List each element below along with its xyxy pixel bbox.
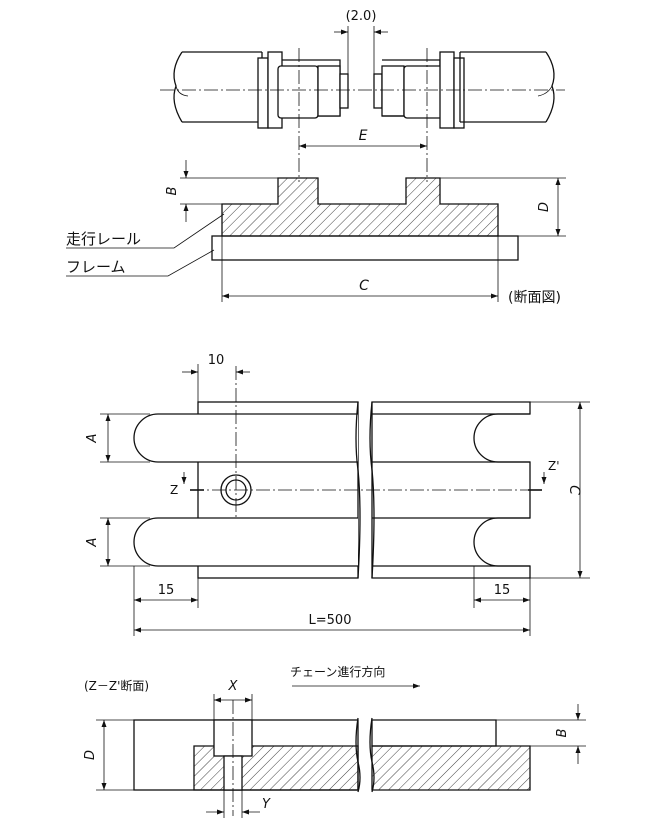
dimension-15-left-label: 15 [158, 583, 175, 598]
dimension-D-label: D [537, 202, 552, 212]
dimension-B-label: B [165, 186, 180, 195]
dimension-B-section-label: B [555, 728, 570, 737]
rail-plan-view: Z Z' 10 A A C 15 15 L=500 [85, 353, 590, 636]
cross-section-label: (断面図) [508, 290, 561, 306]
dimension-E-label: E [359, 128, 368, 144]
zz-section-label: (Z－Z'断面) [84, 678, 149, 693]
dimension-D-section-label: D [83, 750, 98, 760]
zz-section-view: (Z－Z'断面) チェーン進行方向 X Y D [83, 664, 586, 818]
section-mark-Z: Z [170, 483, 178, 497]
dimension-L-label: L=500 [309, 613, 352, 628]
dimension-10-label: 10 [208, 353, 225, 368]
section-mark-Z-prime: Z' [548, 459, 560, 473]
chain-direction-label: チェーン進行方向 [290, 664, 385, 679]
running-rail-label: 走行レール [66, 230, 141, 248]
dimension-C-plan-label: C [566, 485, 582, 495]
dimension-C-label: C [359, 278, 369, 294]
chain-top-view: (2.0) E [160, 9, 565, 182]
dimension-Y-label: Y [262, 797, 271, 812]
gap-dimension-label: (2.0) [346, 9, 377, 24]
dimension-X-label: X [228, 679, 239, 694]
frame-label: フレーム [66, 258, 126, 276]
dimension-15-right-label: 15 [494, 583, 511, 598]
dimension-A-upper-label: A [85, 434, 100, 444]
rail-cross-section: B D C 走行レール フレーム (断面図) [66, 160, 566, 306]
dimension-A-lower-label: A [85, 538, 100, 548]
